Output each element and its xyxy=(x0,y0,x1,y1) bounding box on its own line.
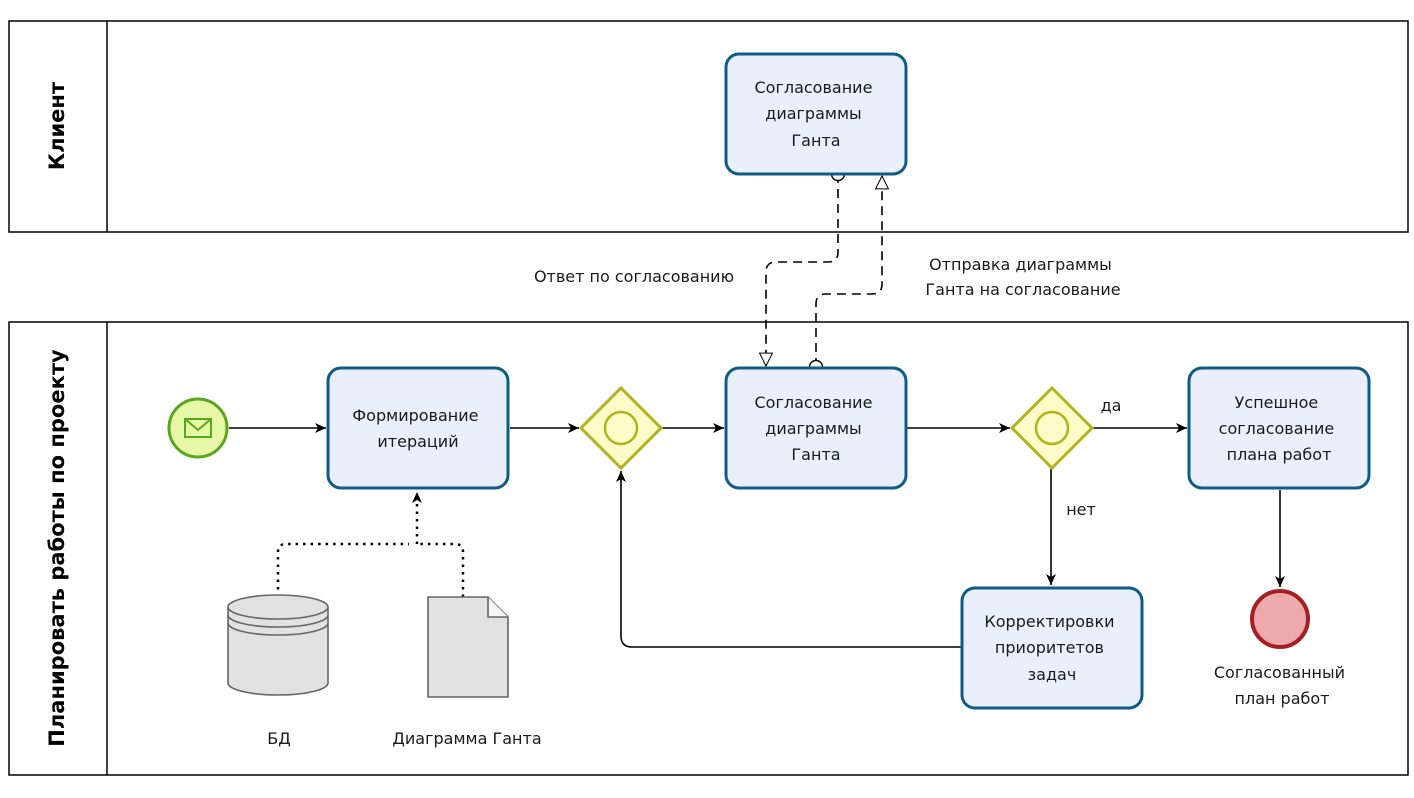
end-event-label: Согласованный план работ xyxy=(1214,663,1350,708)
assoc-doc[interactable] xyxy=(417,542,465,597)
data-object-document-label: Диаграмма Ганта xyxy=(392,729,541,748)
task-success-line: Успешное xyxy=(1235,393,1319,412)
gateway-merge-circle-icon xyxy=(603,410,639,446)
task-approval-line: Ганта xyxy=(791,445,840,464)
task-success-line: плана работ xyxy=(1227,445,1332,464)
gateway-decision[interactable] xyxy=(1009,385,1095,471)
start-event[interactable] xyxy=(167,397,229,459)
message-flows xyxy=(766,174,882,367)
task-success[interactable]: Успешное согласование плана работ xyxy=(1187,366,1371,490)
pool-planning-label: Планировать работы по проекту xyxy=(45,349,69,747)
gateway-yes-label: да xyxy=(1101,396,1122,415)
sequence-flows xyxy=(229,423,1285,648)
envelope-icon xyxy=(184,418,212,438)
end-event[interactable] xyxy=(1250,589,1310,649)
gateway-no-label: нет xyxy=(1066,500,1096,519)
message-flow-send[interactable] xyxy=(816,176,882,367)
task-approval-line: Согласование xyxy=(754,393,872,412)
message-reply-label: Ответ по согласованию xyxy=(534,267,734,286)
task-success-line: согласование xyxy=(1219,419,1335,438)
assoc-db[interactable] xyxy=(276,542,409,597)
task-client-approval-line: Согласование xyxy=(754,78,872,97)
flow-adjust-to-gateway[interactable] xyxy=(616,471,962,648)
data-object-document[interactable] xyxy=(427,596,509,698)
task-adjust-priorities-line: задач xyxy=(1028,665,1077,684)
task-client-approval-line: Ганта xyxy=(791,131,840,150)
task-client-approval-line: диаграммы xyxy=(765,104,861,123)
task-client-approval[interactable]: Согласование диаграммы Ганта xyxy=(724,52,908,176)
data-store-db[interactable] xyxy=(227,594,329,696)
task-adjust-priorities[interactable]: Корректировки приоритетов задач xyxy=(960,586,1144,710)
svg-text:Успешное согласование: Успешное согласование плана работ xyxy=(1219,393,1340,464)
task-adjust-priorities-line: приоритетов xyxy=(995,638,1104,657)
task-form-iterations[interactable]: Формирование итераций xyxy=(326,366,510,490)
pool-client[interactable]: Клиент xyxy=(8,20,1409,233)
task-approval-line: диаграммы xyxy=(765,419,861,438)
message-send-label: Отправка диаграммы Ганта на согласование xyxy=(925,255,1120,299)
pool-planning[interactable]: Планировать работы по проекту xyxy=(8,321,1409,776)
pool-client-label: Клиент xyxy=(45,81,69,170)
svg-text:Корректировки приоритето: Корректировки приоритетов задач xyxy=(984,612,1119,684)
task-adjust-priorities-line: Корректировки xyxy=(984,612,1114,631)
task-approval[interactable]: Согласование диаграммы Ганта xyxy=(724,366,908,490)
svg-text:Согласование диаграммы: Согласование диаграммы Ганта xyxy=(754,393,877,464)
data-associations xyxy=(276,492,465,597)
task-form-iterations-line: итераций xyxy=(377,432,458,451)
data-store-db-label: БД xyxy=(267,729,290,748)
svg-text:Формирование итераций: Формирование итераций xyxy=(352,406,483,451)
gateway-decision-circle-icon xyxy=(1034,410,1070,446)
task-form-iterations-line: Формирование xyxy=(352,406,478,425)
gateway-merge[interactable] xyxy=(578,385,664,471)
svg-text:Согласование диаграммы: Согласование диаграммы Ганта xyxy=(754,78,877,150)
